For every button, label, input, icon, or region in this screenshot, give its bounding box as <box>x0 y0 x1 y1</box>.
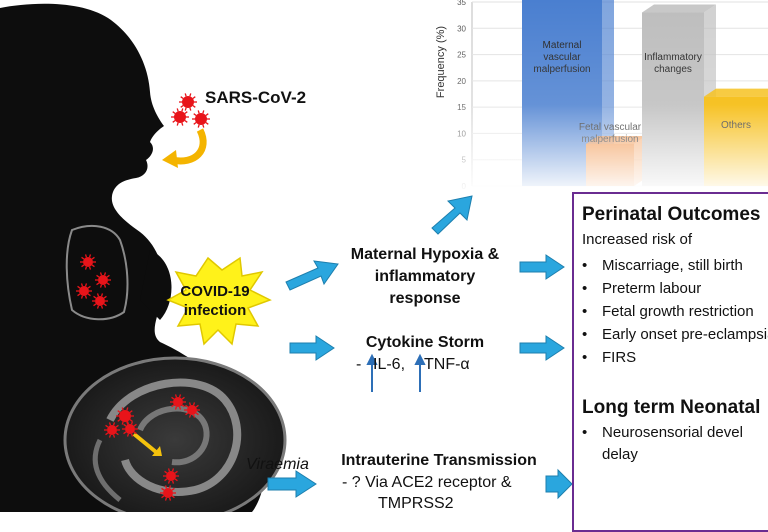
intrauterine-detail-1: - ? Via ACE2 receptor & <box>342 474 512 491</box>
neonatal-item-line-2: delay <box>602 446 638 463</box>
arrow-hypoxia-out <box>519 254 565 280</box>
arrow-viraemia <box>267 470 317 498</box>
flow-arrows <box>267 195 573 500</box>
virus-icon <box>122 421 138 437</box>
perinatal-item: Preterm labour <box>582 277 768 300</box>
virus-icon <box>92 293 108 309</box>
arrow-to-chart <box>431 195 473 235</box>
virus-icon <box>104 422 120 438</box>
uterus-fetus <box>63 356 287 512</box>
hypoxia-line-2: inflammatory <box>374 268 476 285</box>
hypoxia-line-1: Maternal Hypoxia & <box>350 246 500 263</box>
perinatal-intro: Increased risk of <box>582 231 693 248</box>
infection-label: COVID-19 infection <box>180 283 250 319</box>
neonatal-item-text: Neurosensorial devel <box>602 424 743 441</box>
perinatal-item: FIRS <box>582 346 768 369</box>
neonatal-item-line-1: •Neurosensorial devel <box>582 424 743 441</box>
virus-icon <box>163 468 179 484</box>
pathogen-label: SARS-CoV-2 <box>205 88 307 107</box>
covid-burst-shape <box>166 256 272 346</box>
arrow-to-cytokine <box>289 335 335 361</box>
arrow-cytokine-out <box>519 335 565 361</box>
virus-particles <box>76 93 210 501</box>
virus-icon <box>184 402 200 418</box>
cytokine-dash: - <box>356 356 362 373</box>
chart-y-label: Frequency (%) <box>435 26 447 98</box>
chart-fade <box>455 0 768 190</box>
inhalation-arrow <box>162 128 207 168</box>
virus-icon <box>179 93 197 111</box>
marker-tnf: TNF-α <box>424 356 470 373</box>
cytokine-storm-title: Cytokine Storm <box>365 334 485 351</box>
neonatal-title: Long term Neonatal <box>582 397 761 418</box>
diagram-canvas: 05101520253035Frequency (%)Maternalvascu… <box>0 0 768 512</box>
virus-icon <box>80 254 96 270</box>
hypoxia-line-3: response <box>389 290 461 307</box>
virus-icon <box>116 407 134 425</box>
lung-outline <box>65 224 129 321</box>
virus-icon <box>170 394 186 410</box>
marker-il6: IL-6, <box>373 356 406 373</box>
virus-icon <box>192 110 210 128</box>
virus-icon <box>76 283 92 299</box>
intrauterine-detail-2: TMPRSS2 <box>378 495 454 512</box>
virus-icon <box>160 485 176 501</box>
increase-arrows <box>366 353 426 392</box>
arrow-to-hypoxia <box>285 260 339 291</box>
perinatal-item: Miscarriage, still birth <box>582 254 768 277</box>
perinatal-item: Early onset pre-eclampsia <box>582 323 768 346</box>
viraemia-label: Viraemia <box>246 456 309 473</box>
cytokine-detail: - IL-6, TNF-α <box>356 356 470 374</box>
virus-icon <box>95 272 111 288</box>
hypoxia-pathway: Maternal Hypoxia & inflammatory response <box>330 244 520 310</box>
perinatal-list: Miscarriage, still birth Preterm labour … <box>582 254 768 369</box>
arrow-transmission-out <box>545 468 573 500</box>
intrauterine-title: Intrauterine Transmission <box>341 452 537 469</box>
perinatal-item: Fetal growth restriction <box>582 300 768 323</box>
virus-icon <box>171 108 189 126</box>
perinatal-title: Perinatal Outcomes <box>582 204 761 225</box>
outcomes-box: Perinatal Outcomes Increased risk of Mis… <box>572 192 768 532</box>
